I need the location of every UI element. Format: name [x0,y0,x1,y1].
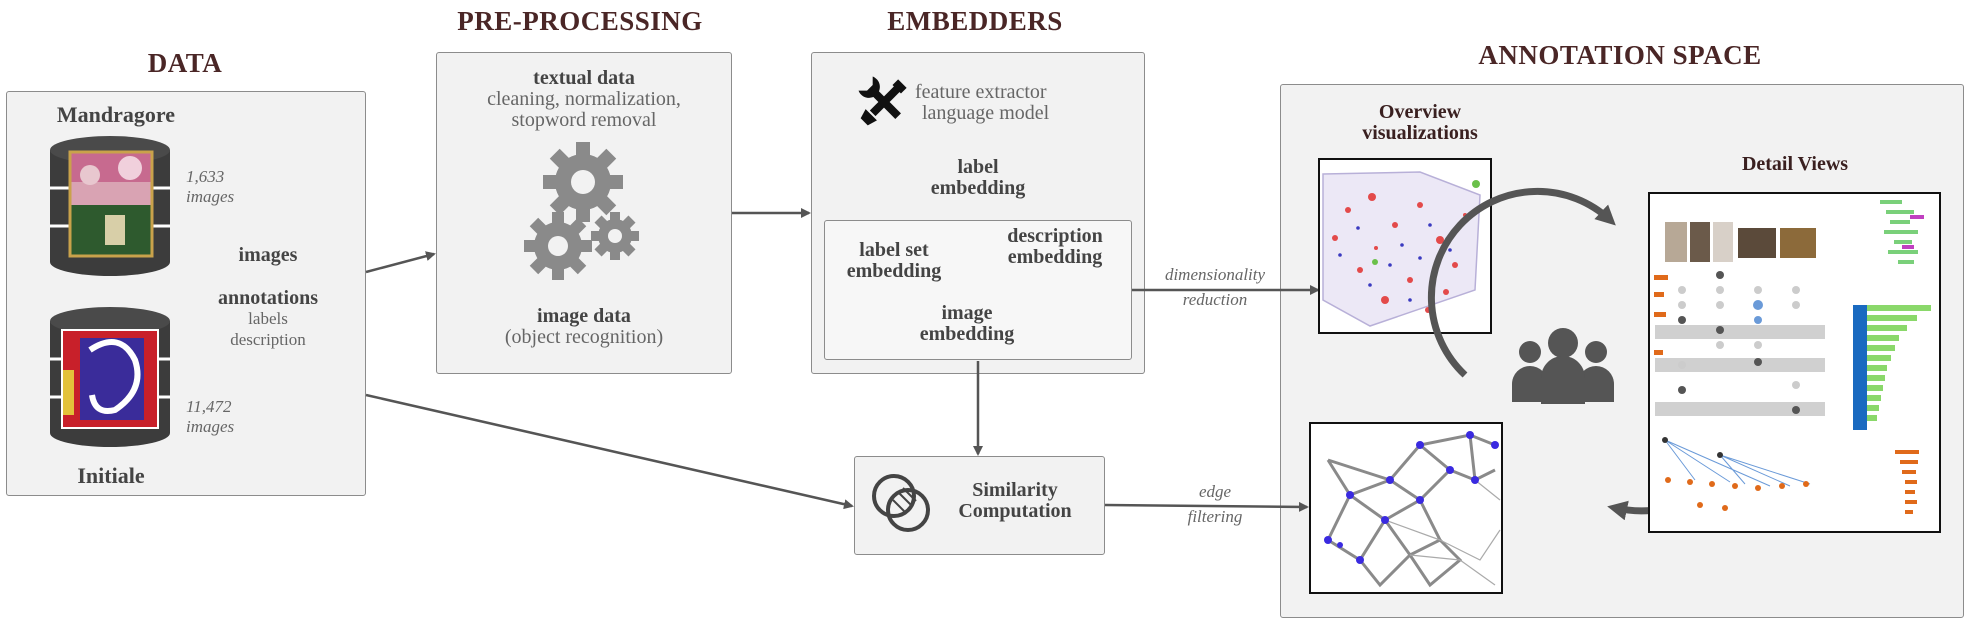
description-embedding-2: embedding [1007,246,1103,268]
label-set-embedding-2: embedding [846,260,942,282]
images-label: images [238,244,298,266]
mandragore-title: Mandragore [56,102,176,127]
network-graph [1309,422,1503,594]
similarity-box [854,456,1105,555]
image-data-sub: (object recognition) [504,326,664,348]
mandragore-count: 1,633 [186,167,225,186]
similarity-line2: Computation [958,500,1072,522]
annotation-space-heading: ANNOTATION SPACE [1478,40,1762,70]
detail-views-title: Detail Views [1741,153,1849,175]
label-set-embedding-1: label set [859,239,929,261]
initiale-unit: images [186,417,235,436]
label-embedding-2: embedding [930,177,1026,199]
feature-extractor-line2: language model [922,102,1050,124]
overview-scatter-plot [1318,158,1492,334]
description-embedding-1: description [1007,225,1103,247]
textual-data-line2: stopword removal [511,109,657,131]
edge-label: edge [1198,482,1232,501]
annotations-label: annotations [217,287,319,309]
initiale-count: 11,472 [186,397,232,416]
data-heading: DATA [147,48,223,78]
flow-arrows [365,208,1320,512]
overview-title-2: visualizations [1362,122,1478,144]
tools-icon [858,76,907,126]
image-data-title: image data [537,305,631,327]
description-label: description [230,330,306,349]
mandragore-unit: images [186,187,235,206]
label-embedding-1: label [957,156,999,178]
textual-data-line1: cleaning, normalization, [487,88,681,110]
embedding-inner-box [824,220,1132,360]
feature-extractor-line1: feature extractor [915,81,1047,103]
image-embedding-2: embedding [919,323,1015,345]
dimensionality-label: dimensionality [1164,265,1266,284]
detail-views-panel [1648,192,1941,533]
initiale-title: Initiale [77,463,145,488]
image-embedding-1: image [941,302,993,324]
embedders-heading: EMBEDDERS [887,6,1063,36]
overview-title-1: Overview [1378,101,1462,123]
manuscript-thumbnail-initiale [61,329,159,429]
labels-label: labels [248,309,288,328]
gears-icon [524,142,639,280]
manuscript-thumbnail-mandragore [68,150,154,258]
reduction-label: reduction [1182,290,1248,309]
preprocessing-heading: PRE-PROCESSING [457,6,703,36]
textual-data-title: textual data [533,67,635,89]
users-icon [1512,328,1614,404]
filtering-label: filtering [1187,507,1243,526]
similarity-venn-icon [872,474,930,532]
similarity-line1: Similarity [972,479,1058,501]
